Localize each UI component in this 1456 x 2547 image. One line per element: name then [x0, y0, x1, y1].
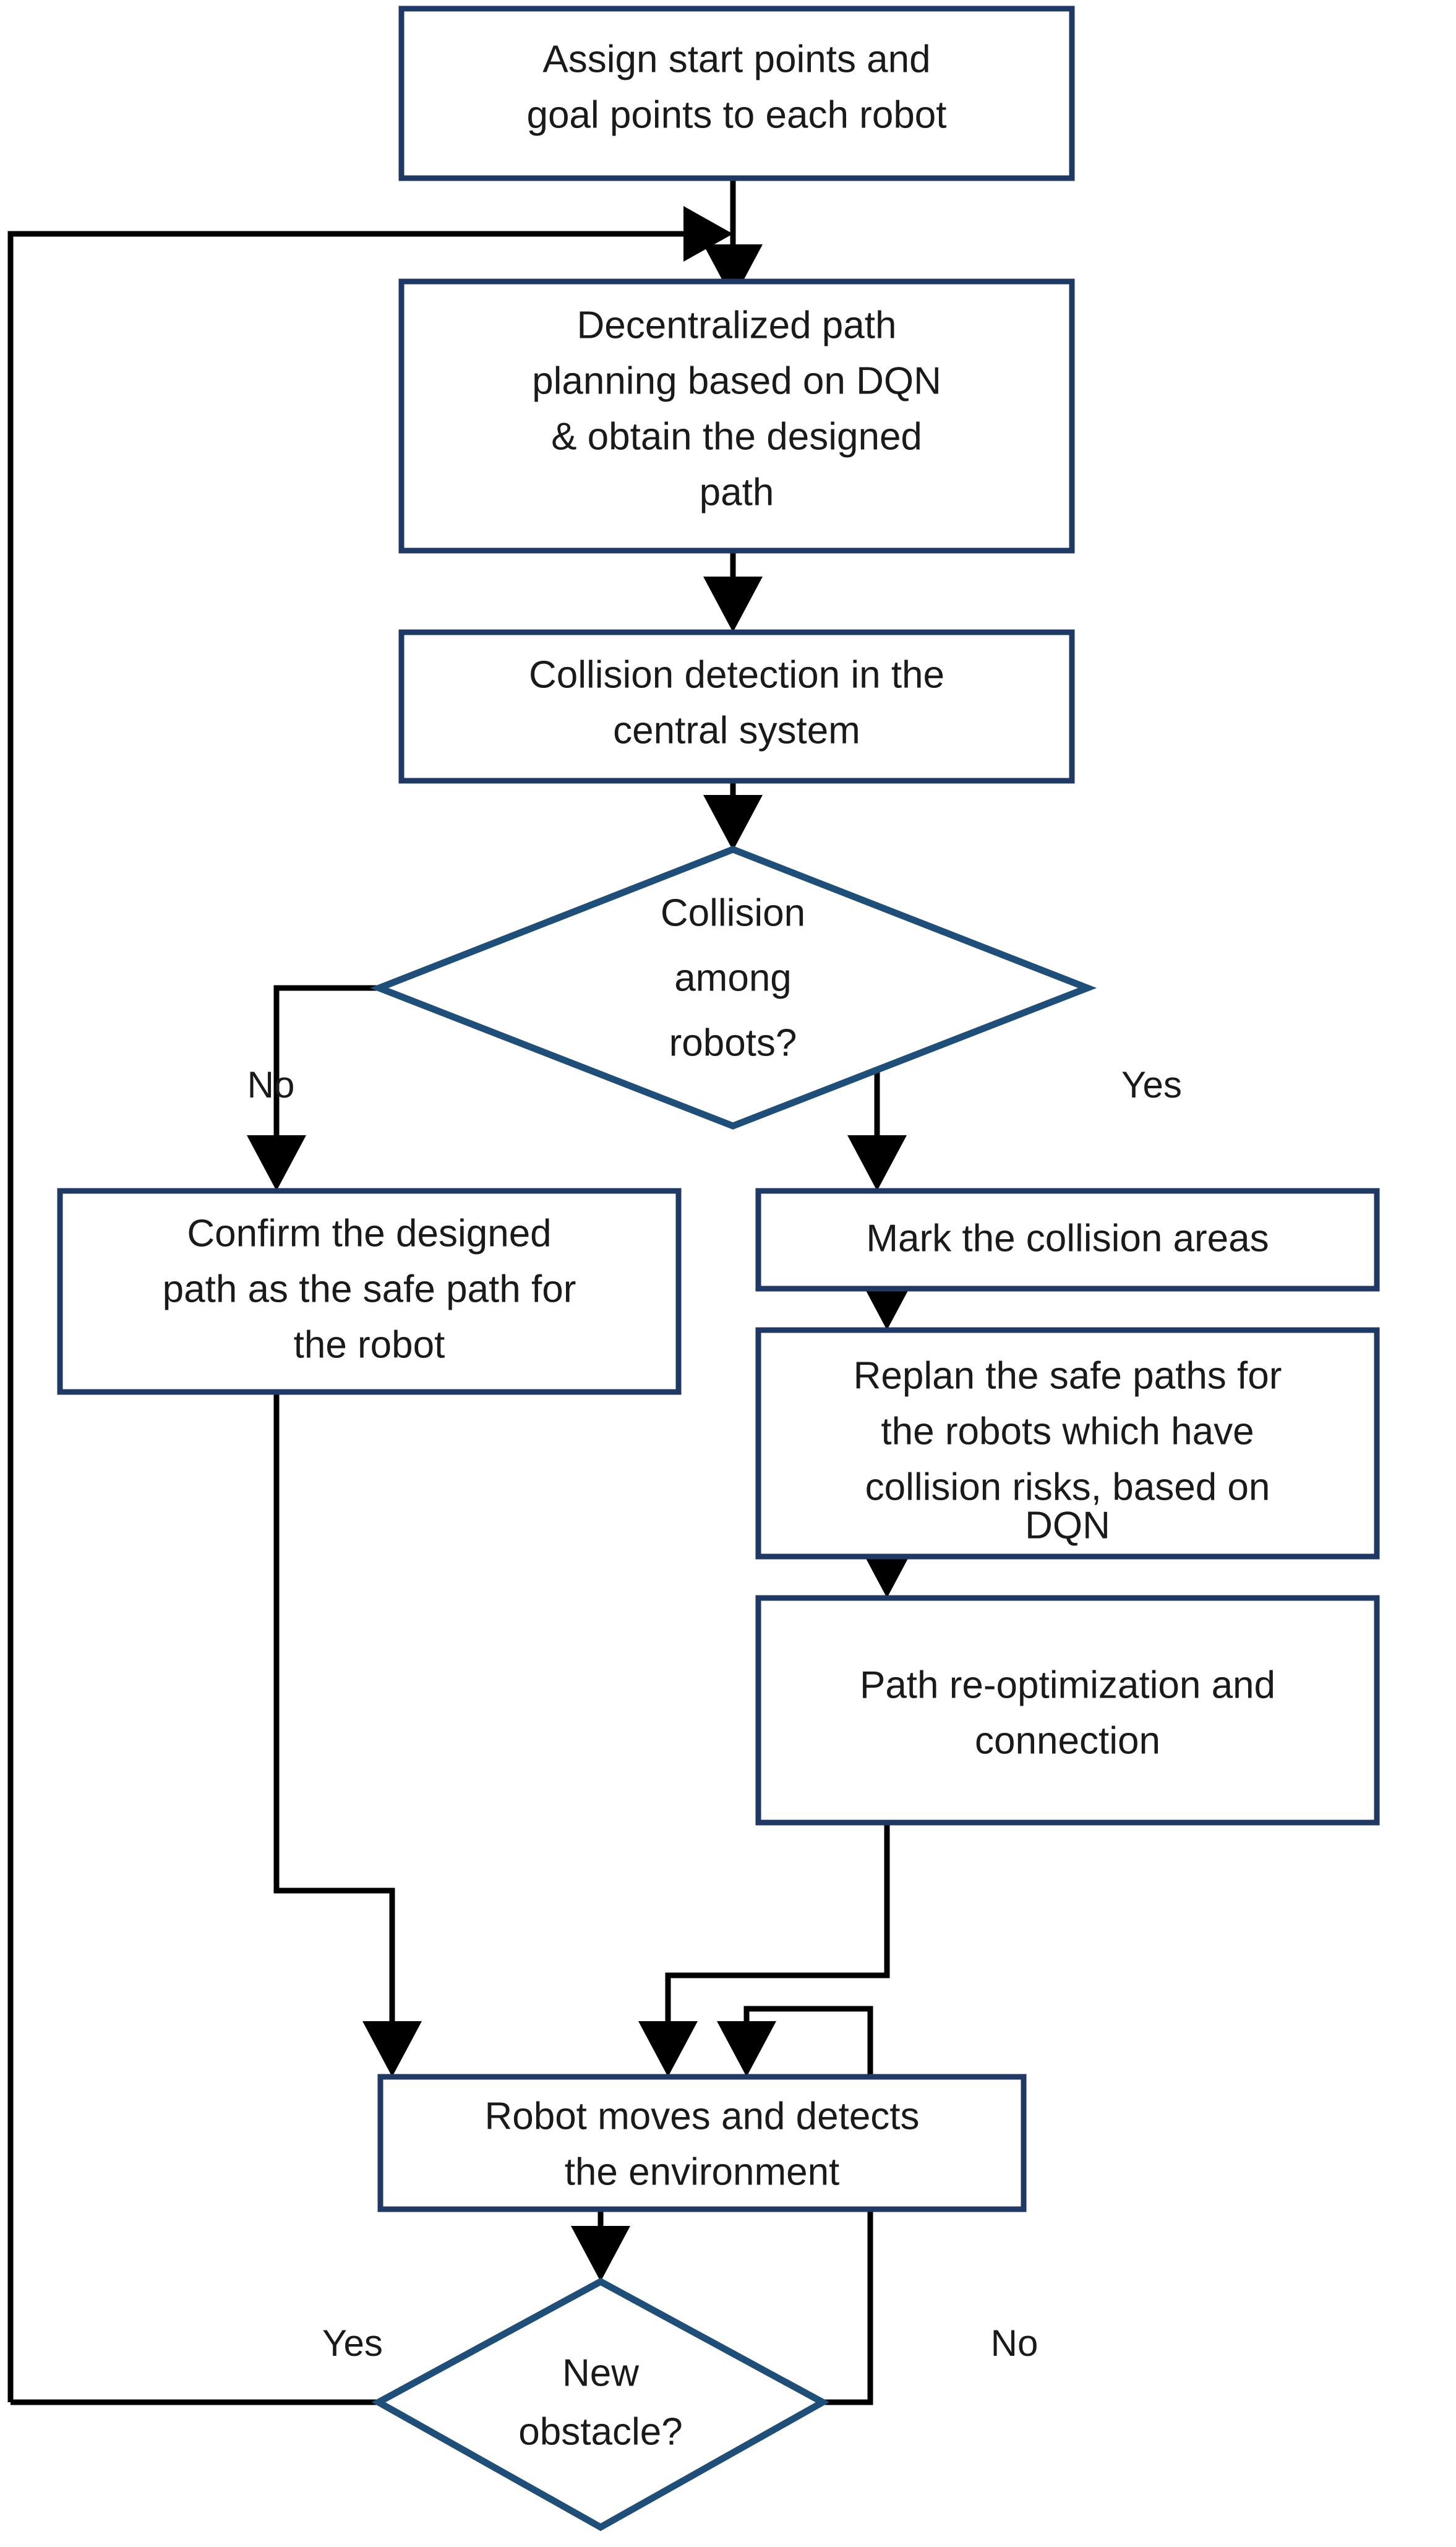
- node-mark-collision-areas[interactable]: Mark the collision areas: [755, 1188, 1380, 1292]
- node-collision-decision-line-1: among: [674, 956, 792, 999]
- node-assign-shape: [398, 6, 1075, 181]
- node-reopt-line-0: Path re-optimization and: [860, 1664, 1275, 1706]
- node-collision-decision-line-2: robots?: [669, 1021, 797, 1064]
- arrowhead-assign-to-plan: [703, 244, 763, 300]
- connector-confirm-to-move: [273, 1291, 395, 2055]
- node-plan-line-2: & obtain the designed: [551, 415, 922, 458]
- node-move-line-0: Robot moves and detects: [484, 2095, 919, 2137]
- arrowhead-detect-to-collision: [703, 795, 763, 851]
- branch-label-obstacle-no: No: [991, 2322, 1038, 2364]
- connector-collision-no: [273, 985, 379, 1169]
- arrowhead-move-to-obstacle: [571, 2226, 630, 2282]
- node-detect-line-0: Collision detection in the: [529, 653, 944, 696]
- node-collision-detection[interactable]: Collision detection in the central syste…: [398, 629, 1075, 784]
- node-assign-line-0: Assign start points and: [542, 38, 930, 80]
- node-robot-moves[interactable]: Robot moves and detects the environment: [377, 2074, 1027, 2212]
- node-obstacle-decision[interactable]: New obstacle?: [371, 2277, 830, 2532]
- arrowhead-plan-to-detect: [703, 577, 763, 632]
- node-confirm-line-0: Confirm the designed: [187, 1212, 551, 1255]
- node-replan-line-0: Replan the safe paths for: [854, 1354, 1282, 1397]
- node-replan-line-3: DQN: [1025, 1504, 1110, 1547]
- node-replan-shape: [755, 1327, 1380, 1560]
- node-assign-start-goal[interactable]: Assign start points and goal points to e…: [398, 6, 1075, 181]
- node-obstacle-decision-shape: [371, 2277, 830, 2532]
- node-collision-decision-shape: [369, 846, 1097, 1130]
- arrowhead-collision-yes: [847, 1135, 907, 1191]
- node-path-reoptimization[interactable]: Path re-optimization and connection: [755, 1595, 1380, 1826]
- arrowhead-reopt-to-move: [638, 2021, 698, 2077]
- node-plan-line-0: Decentralized path: [577, 304, 897, 346]
- node-assign-line-1: goal points to each robot: [526, 93, 946, 136]
- node-replan-line-2: collision risks, based on: [865, 1466, 1270, 1508]
- node-move-shape: [377, 2074, 1027, 2212]
- arrowhead-collision-no: [247, 1135, 306, 1191]
- node-confirm-line-1: path as the safe path for: [163, 1268, 576, 1310]
- node-mark-shape: [755, 1188, 1380, 1292]
- node-move-line-1: the environment: [565, 2150, 840, 2193]
- node-detect-shape: [398, 629, 1075, 784]
- node-replan-safe-paths[interactable]: Replan the safe paths for the robots whi…: [755, 1327, 1380, 1560]
- node-confirm-line-2: the robot: [294, 1323, 445, 1366]
- arrowhead-obstacle-no-loop: [717, 2021, 776, 2077]
- node-mark-line-0: Mark the collision areas: [866, 1217, 1269, 1260]
- node-reopt-shape: [755, 1595, 1380, 1826]
- node-obstacle-decision-line-0: New: [562, 2352, 639, 2394]
- branch-label-collision-no: No: [247, 1064, 295, 1106]
- node-replan-line-1: the robots which have: [881, 1410, 1254, 1453]
- node-confirm-safe-path[interactable]: Confirm the designed path as the safe pa…: [57, 1188, 682, 1395]
- node-plan-line-3: path: [700, 471, 774, 513]
- branch-label-collision-yes: Yes: [1121, 1064, 1182, 1106]
- node-obstacle-decision-line-1: obstacle?: [518, 2410, 682, 2453]
- node-reopt-line-1: connection: [975, 1719, 1160, 1762]
- connector-reopt-to-move: [665, 1823, 890, 2055]
- arrowhead-confirm-to-move: [362, 2021, 422, 2077]
- connector-obstacle-yes-loopback: [7, 231, 705, 2402]
- node-decentralized-planning[interactable]: Decentralized path planning based on DQN…: [398, 278, 1075, 554]
- node-plan-shape: [398, 278, 1075, 554]
- node-plan-line-1: planning based on DQN: [532, 359, 941, 402]
- branch-label-obstacle-yes: Yes: [322, 2322, 383, 2364]
- arrowhead-loopback-into-plan: [683, 206, 733, 262]
- node-detect-line-1: central system: [613, 709, 860, 752]
- node-collision-decision[interactable]: Collision among robots?: [369, 846, 1097, 1130]
- node-confirm-shape: [57, 1188, 682, 1395]
- node-collision-decision-line-0: Collision: [661, 891, 805, 934]
